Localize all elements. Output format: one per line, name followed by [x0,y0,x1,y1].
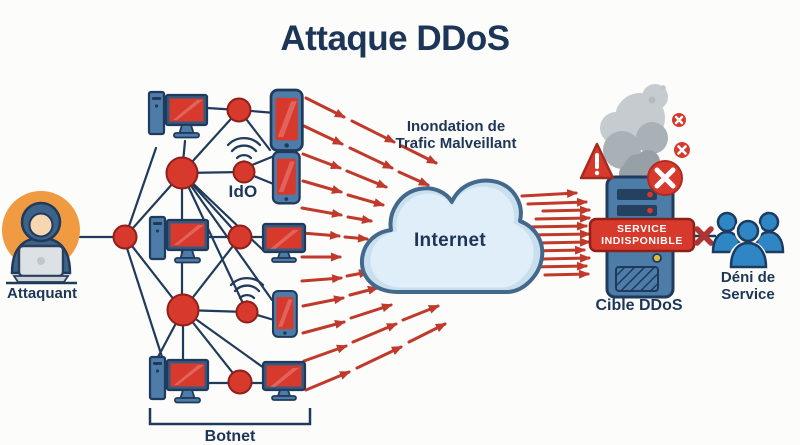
denial-x-icon [694,226,714,246]
hooded-attacker-icon [2,191,80,285]
attack-arrow [524,221,588,231]
attack-arrow [534,213,591,223]
network-link-line [125,146,158,234]
attack-arrow [520,189,578,198]
attack-arrow [355,345,403,370]
attack-arrow [346,193,385,207]
service-banner-line2: INDISPONIBLE [601,235,683,247]
attacker-label: Attaquant [7,285,77,302]
network-link-line [123,240,165,362]
service-banner-line1: SERVICE [616,222,668,235]
attack-arrow [348,285,379,297]
bot-node-icon [112,97,259,395]
smartphone-icon [271,289,298,338]
attack-arrow [400,144,438,165]
desktop-computer-icon [148,355,210,404]
flood-label-line1: Inondation de [406,118,506,135]
attack-arrow [300,230,341,240]
botnet-label: Botnet [204,428,256,445]
attack-arrow [401,304,440,322]
attack-arrow [543,269,590,279]
attack-arrow [540,253,591,263]
botnet-bracket [148,408,312,426]
desktop-computer-icon [147,90,209,139]
attack-arrow [349,303,393,320]
attack-arrow [348,146,394,170]
smartphone-icon [269,88,304,152]
network-link-line [241,113,272,152]
attack-arrow [536,237,591,247]
service-banner-text: SERVICE INDISPONIBLE [590,219,694,251]
monitor-icon [261,222,307,264]
flood-label-line2: Trafic Malveillant [395,135,517,152]
denial-label-line2: Service [721,286,775,303]
attack-arrow [304,370,351,392]
internet-label: Internet [413,230,487,251]
attack-arrow [345,169,388,189]
monitor-icon [261,360,307,402]
internet-cloud-icon [359,178,545,294]
attack-arrow [304,96,346,119]
attack-arrow [526,197,588,207]
iot-label: IdO [228,182,258,201]
page-title: Attaque DDoS [280,19,510,58]
attack-traffic-arrows [300,96,591,392]
attack-arrow [301,295,345,308]
target-label: Cible DDoS [595,297,683,314]
smoke-icon [600,84,668,185]
attack-arrow [346,215,373,224]
attack-arrow [528,229,591,239]
attack-arrow [301,179,343,194]
desktop-computer-icon [148,215,210,264]
attack-arrow [302,124,344,146]
denial-label-line1: Déni de [720,269,776,286]
wifi-icon [229,276,265,304]
attack-arrow [397,170,430,187]
attack-arrow [301,152,342,170]
warning-triangle-icon [579,142,615,180]
network-link-line [181,308,266,370]
error-x-icon [674,142,690,158]
attack-arrow [302,344,348,363]
attack-arrow [350,119,396,144]
attack-arrow [300,274,343,284]
user-group-icon [711,211,785,270]
error-x-icon [672,113,686,127]
error-x-icon [647,160,683,196]
smartphone-icon [271,150,301,205]
attack-arrow [300,206,343,218]
attack-arrow [343,233,369,243]
attack-arrow [541,205,591,215]
wifi-icon [226,136,262,164]
attack-arrow [407,322,447,344]
attack-arrow [301,319,346,335]
attack-arrow [351,322,398,344]
